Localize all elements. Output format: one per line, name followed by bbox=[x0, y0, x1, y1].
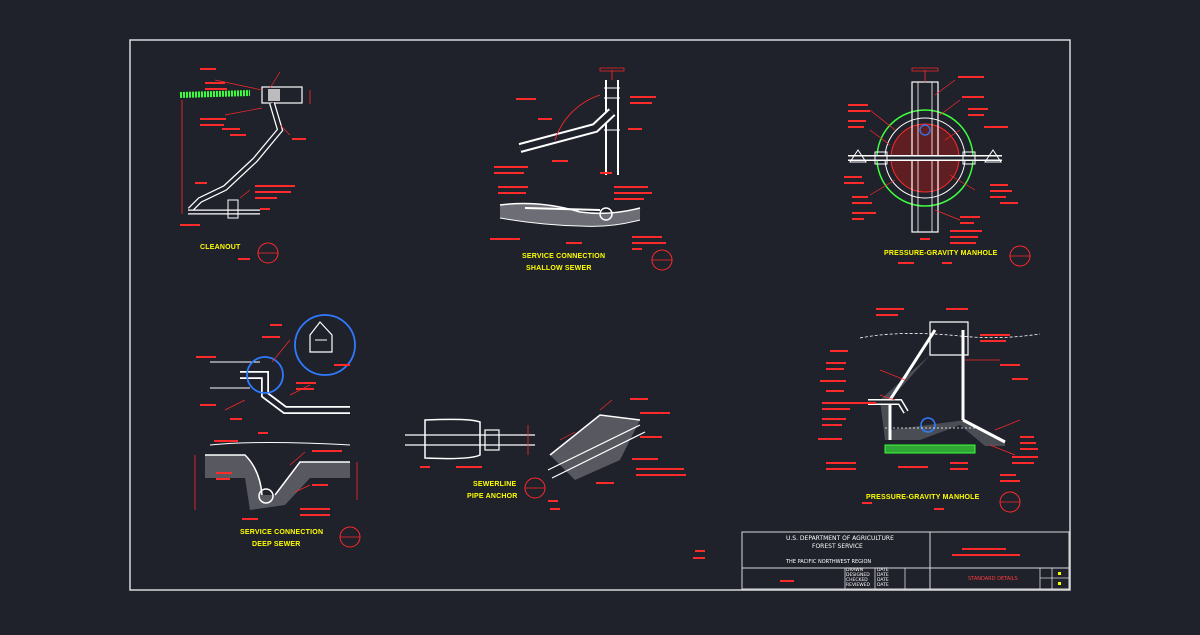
title-block-region: THE PACIFIC NORTHWEST REGION bbox=[786, 559, 872, 565]
title-block bbox=[693, 531, 1070, 590]
title-manhole-section: PRESSURE-GRAVITY MANHOLE bbox=[866, 494, 980, 501]
detail-manhole-section bbox=[818, 308, 1041, 513]
detail-service-shallow bbox=[490, 67, 673, 271]
detail-sewerline-anchor bbox=[405, 398, 686, 510]
title-sewerline-1: SEWERLINE bbox=[473, 481, 517, 488]
title-block-agency-1: U.S. DEPARTMENT OF AGRICULTURE bbox=[786, 535, 894, 542]
title-block-row-drawn: DRAWN bbox=[846, 568, 864, 573]
detail-manhole-plan bbox=[844, 67, 1031, 267]
title-block-date-4: DATE bbox=[877, 583, 889, 588]
title-service-shallow-1: SERVICE CONNECTION bbox=[522, 253, 606, 260]
title-service-deep-1: SERVICE CONNECTION bbox=[240, 529, 324, 536]
detail-cleanout bbox=[179, 68, 311, 264]
title-block-date-3: DATE bbox=[877, 578, 889, 583]
sheet-border bbox=[129, 39, 1071, 591]
title-service-shallow-2: SHALLOW SEWER bbox=[526, 265, 592, 272]
title-block-row-reviewed: REVIEWED bbox=[846, 583, 870, 588]
title-block-date-1: DATE bbox=[877, 568, 889, 573]
detail-service-deep bbox=[194, 314, 361, 548]
title-manhole-plan: PRESSURE-GRAVITY MANHOLE bbox=[884, 250, 998, 257]
title-block-row-checked: CHECKED bbox=[846, 578, 868, 583]
title-block-row-designed: DESIGNED bbox=[846, 573, 870, 578]
title-cleanout: CLEANOUT bbox=[200, 244, 241, 251]
title-sewerline-2: PIPE ANCHOR bbox=[467, 493, 518, 500]
title-block-standard-details: STANDARD DETAILS bbox=[968, 576, 1018, 582]
title-block-date-2: DATE bbox=[877, 573, 889, 578]
title-block-agency-2: FOREST SERVICE bbox=[812, 543, 863, 550]
title-service-deep-2: DEEP SEWER bbox=[252, 541, 301, 548]
